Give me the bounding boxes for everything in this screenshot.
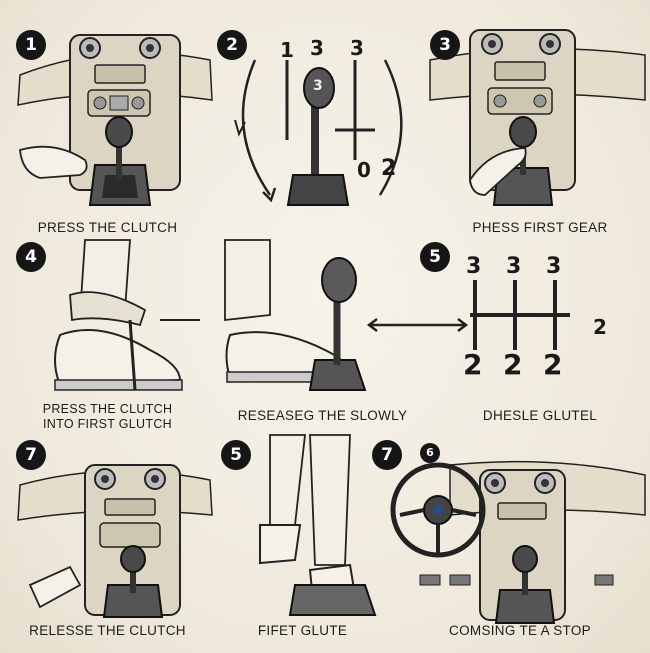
gear-label: 2 — [381, 156, 397, 181]
dashboard-illustration — [17, 34, 213, 206]
gear-label: 3 — [313, 78, 323, 94]
step-badge: 7 — [16, 440, 46, 470]
foot-on-clutch-illustration — [54, 239, 200, 391]
step-badge: 1 — [16, 30, 46, 60]
panel-1: 1 PRESS THE CLUTCH — [0, 0, 215, 240]
step-caption: PHESS FIRST GEAR — [472, 220, 608, 235]
panel-4: 4 PRESS THE CLUTCH INTO FIRST GLUTCH — [0, 239, 215, 435]
panel-9: 7 6 COMSING TE A STOP — [372, 435, 650, 653]
gear-label: 2 — [593, 315, 607, 339]
step-badge: 5 — [420, 242, 450, 272]
gear-pattern-diagram — [470, 280, 570, 350]
panel-5: RESEASEG THE SLOWLY — [215, 239, 469, 435]
foot-release-illustration — [224, 239, 469, 391]
step-caption: DHESLE GLUTEL — [482, 408, 598, 423]
gear-shifter-illustration — [234, 59, 403, 206]
gear-label: 2 — [463, 348, 483, 381]
panel-6: 5 3 3 3 2 2 2 2 DHESLE GLUTEL — [420, 240, 650, 435]
dashboard-illustration — [17, 464, 213, 618]
panel-2: 2 1 3 3 3 0 2 — [215, 0, 430, 240]
gear-label: 3 — [506, 254, 522, 279]
gear-label: 1 — [280, 38, 294, 62]
panel-3: 3 PHESS FIRST GEAR — [429, 0, 650, 240]
step-caption: RESEASEG THE SLOWLY — [237, 408, 408, 423]
step-badge: 2 — [217, 30, 247, 60]
walking-legs-illustration — [259, 434, 377, 616]
step-caption: FIFET GLUTE — [257, 623, 348, 638]
step-caption: PRESS THE CLUTCH — [37, 220, 178, 235]
step-badge-small: 6 — [420, 443, 440, 463]
dashboard-illustration — [429, 29, 646, 206]
step-caption-line2: INTO FIRST GLUTCH — [43, 417, 172, 431]
step-caption-line1: PRESS THE CLUTCH — [42, 402, 173, 416]
steering-wheel-dashboard-illustration — [390, 460, 646, 624]
step-caption: COMSING TE A STOP — [449, 623, 591, 638]
gear-label: 0 — [357, 158, 371, 182]
step-badge: 3 — [430, 30, 460, 60]
gear-label: 2 — [543, 348, 563, 381]
gear-label: 3 — [466, 254, 482, 279]
step-caption: RELESSE THE CLUTCH — [29, 623, 186, 638]
gear-label: 2 — [503, 348, 523, 381]
step-badge: 7 — [372, 440, 402, 470]
panel-8: 5 FIFET GLUTE — [215, 434, 390, 653]
gear-label: 3 — [546, 254, 562, 279]
step-badge: 5 — [221, 440, 251, 470]
gear-label: 3 — [350, 36, 364, 60]
panel-7: 7 RELESSE THE CLUTCH — [0, 435, 215, 653]
gear-label: 3 — [310, 36, 324, 60]
step-badge: 4 — [16, 242, 46, 272]
